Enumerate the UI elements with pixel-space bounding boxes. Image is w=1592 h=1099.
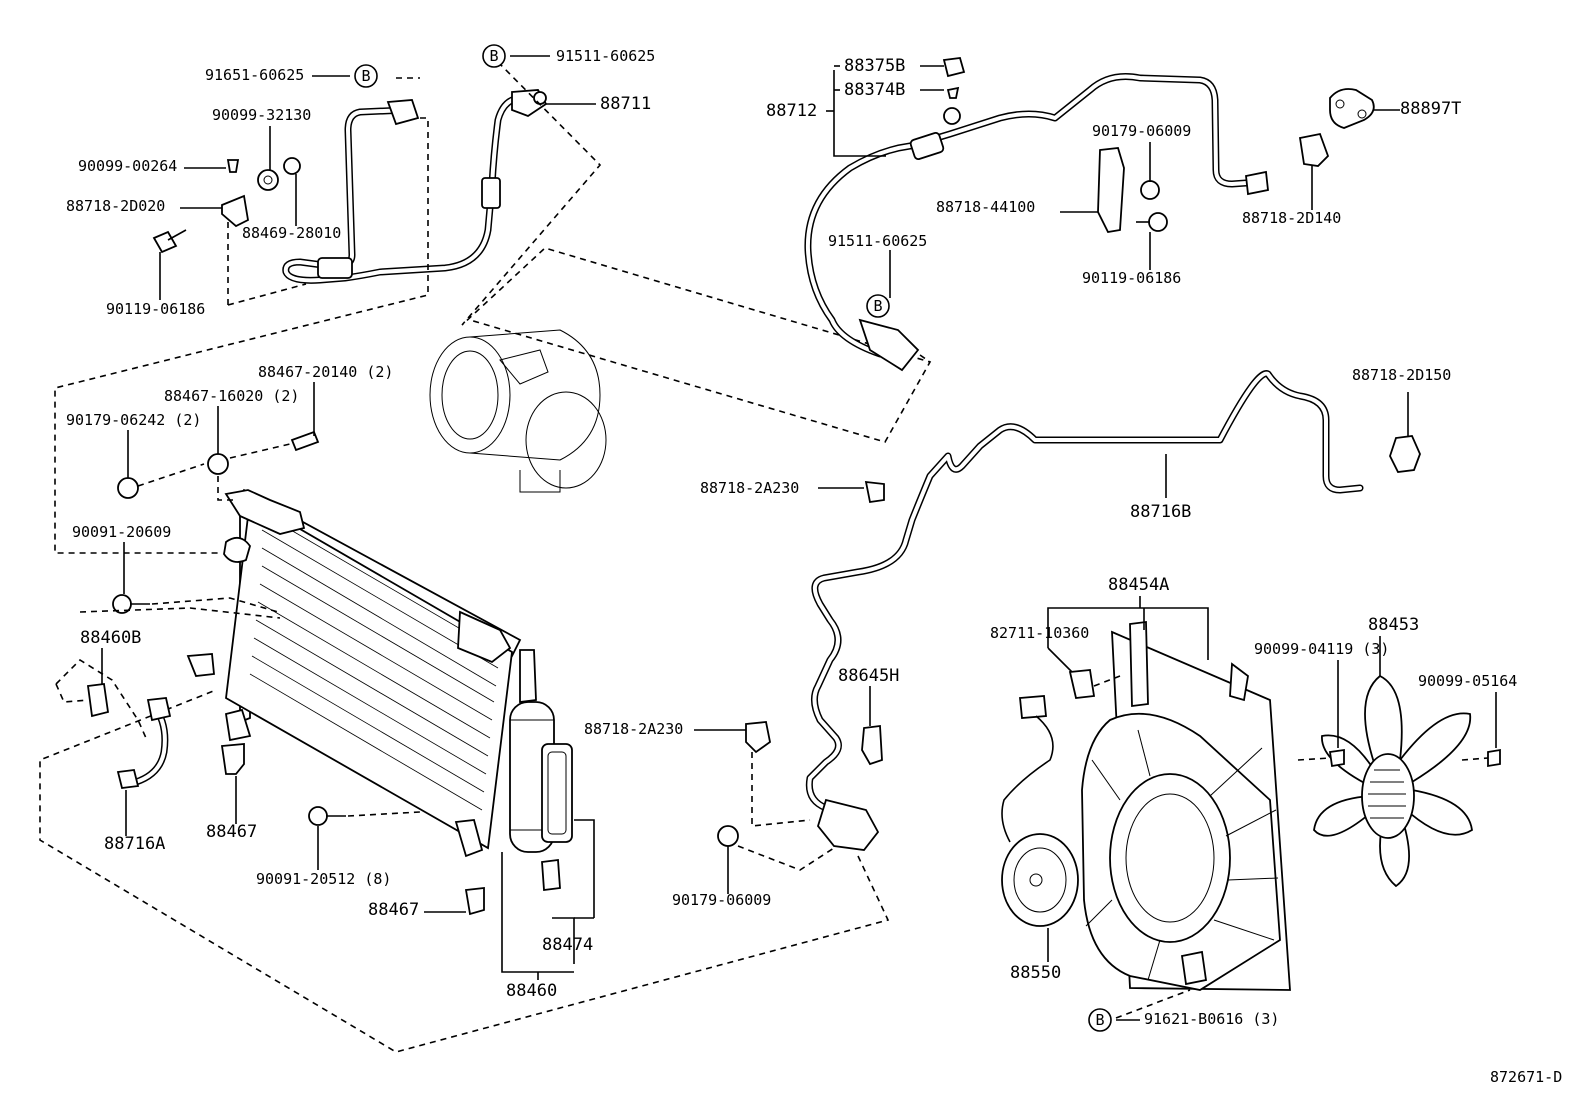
part-label: 90179-06009 [672, 891, 771, 909]
pipe-88716a [116, 697, 172, 789]
part-label: 90091-20609 [72, 523, 171, 541]
part-label: 88718-2D020 [66, 197, 165, 215]
ref-marker-b: B [482, 44, 506, 68]
part-label: 88460B [80, 628, 141, 648]
part-label: 88716B [1130, 502, 1191, 522]
ref-marker-b: B [866, 294, 890, 318]
grommet-88897t [1298, 88, 1375, 167]
fan-motor-88550 [1001, 695, 1079, 927]
clamp-88718-44100 [1097, 147, 1168, 233]
part-label: 90119-06186 [1082, 269, 1181, 287]
pressure-switch-88645h [861, 724, 883, 766]
part-number-labels: 91651-60625 91511-60625 88711 90099-32130 90… [66, 47, 1517, 1028]
part-label: 91511-60625 [556, 47, 655, 65]
part-label: 90119-06186 [106, 300, 205, 318]
part-label: 91511-60625 [828, 232, 927, 250]
part-label: 88374B [844, 80, 905, 100]
condenser-88460 [186, 488, 573, 892]
diagram-id: 872671-D [1490, 1068, 1562, 1086]
suction-hose-88712 [804, 73, 1269, 372]
part-label: 88718-2D140 [1242, 209, 1341, 227]
part-label: 88474 [542, 935, 593, 955]
part-label: 88550 [1010, 963, 1061, 983]
part-label: 88454A [1108, 575, 1169, 595]
part-label: 88712 [766, 101, 817, 121]
part-label: 88453 [1368, 615, 1419, 635]
part-label: 90179-06242 (2) [66, 411, 201, 429]
part-label: 88375B [844, 56, 905, 76]
drawing [39, 55, 1501, 1053]
part-label: 90099-05164 [1418, 672, 1517, 690]
part-label: 88897T [1400, 99, 1461, 119]
ref-marker-letter: B [1095, 1011, 1104, 1029]
part-label: 90091-20512 (8) [256, 870, 391, 888]
part-label: 88460 [506, 981, 557, 1001]
cap-88375b [942, 57, 966, 125]
part-label: 88718-2D150 [1352, 366, 1451, 384]
part-label: 88469-28010 [242, 224, 341, 242]
part-label: 91651-60625 [205, 66, 304, 84]
part-label: 82711-10360 [990, 624, 1089, 642]
part-label: 90179-06009 [1092, 122, 1191, 140]
part-label: 88718-44100 [936, 198, 1035, 216]
ref-marker-letter: B [489, 47, 498, 65]
ref-marker-circle [866, 294, 890, 318]
ref-marker-circle [1088, 1008, 1112, 1032]
part-label: 88467 [206, 822, 257, 842]
part-label: 88718-2A230 [584, 720, 683, 738]
part-label: 88467-16020 (2) [164, 387, 299, 405]
part-label: 88645H [838, 666, 899, 686]
part-label: 88467-20140 (2) [258, 363, 393, 381]
discharge-hose-88711 [282, 89, 548, 284]
ref-marker-circle [354, 64, 378, 88]
compressor [429, 329, 607, 493]
fan-blades-88453 [1313, 674, 1473, 888]
liquid-tube-88716b [805, 370, 1421, 851]
ref-marker-circle [482, 44, 506, 68]
fan-shroud-88454a [1081, 620, 1291, 991]
part-label: 91621-B0616 (3) [1144, 1010, 1279, 1028]
part-label: 90099-32130 [212, 106, 311, 124]
part-label: 88718-2A230 [700, 479, 799, 497]
upper-left-fasteners [152, 157, 301, 254]
reference-markers: B B B B [354, 44, 1112, 1032]
ref-marker-b: B [354, 64, 378, 88]
ref-marker-letter: B [873, 297, 882, 315]
part-label: 88467 [368, 900, 419, 920]
part-label: 88716A [104, 834, 165, 854]
part-label: 88711 [600, 94, 651, 114]
ref-marker-b: B [1088, 1008, 1112, 1032]
part-label: 90099-00264 [78, 157, 177, 175]
part-label: 90099-04119 (3) [1254, 640, 1389, 658]
ref-marker-letter: B [361, 67, 370, 85]
